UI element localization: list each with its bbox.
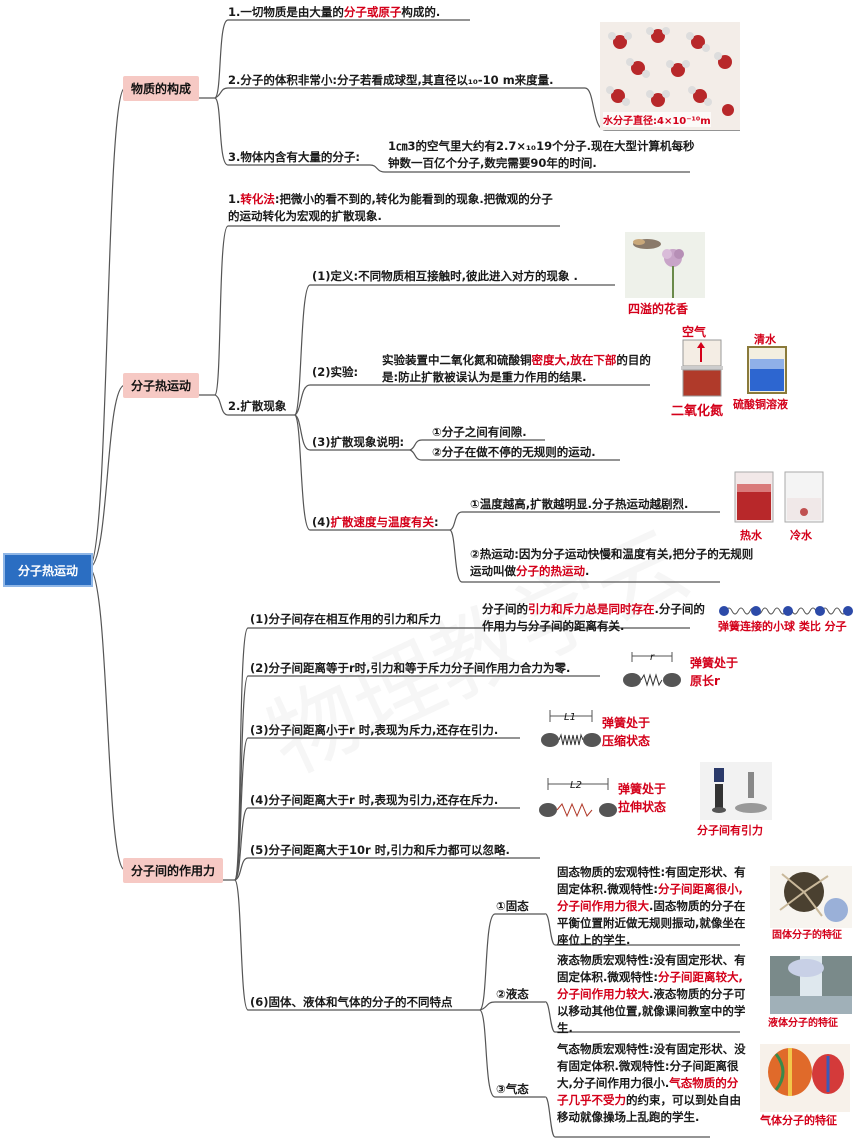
b1-point-2: 2.分子的体积非常小:分子若看成球型,其直径以₁₀-10 m来度量. xyxy=(228,73,554,87)
exp-note-red: 密度大,放在下部 xyxy=(531,353,617,367)
explanation-motion: ②分子在做不停的无规则的运动. xyxy=(432,445,596,459)
connector-root-b2 xyxy=(88,384,126,569)
b1-point-3: 3.物体内含有大量的分子: xyxy=(228,150,360,164)
exp-note-b: 的目的是:防止扩散被误认为是重力作用的结果. xyxy=(382,353,651,384)
state-gas: ③气态 xyxy=(496,1082,529,1096)
hot-water-label: 热水 xyxy=(740,529,762,542)
speed-point-1: ①温度越高,扩散越明显.分子热运动越剧烈. xyxy=(470,497,689,511)
attraction-caption: 分子间有引力 xyxy=(697,824,763,837)
flower-image xyxy=(625,232,705,298)
liquid-caption: 液体分子的特征 xyxy=(768,1018,838,1029)
root-node: 分子热运动 xyxy=(3,553,93,587)
gas-note-red: 气态物质的分子几乎不受力 xyxy=(557,1076,739,1107)
liquid-note-a: 液态物质宏观特性:没有固定形状、有固定体积.微观特性: xyxy=(557,953,746,984)
solid-note: 固态物质的宏观特性:有固定形状、有固定体积.微观特性:分子间距离很小,分子间作用… xyxy=(557,864,747,949)
water-molecule-caption: 水分子直径:4×10⁻¹⁰m xyxy=(603,112,711,127)
no2-jar-image xyxy=(681,339,723,397)
branch-matter-composition: 物质的构成 xyxy=(123,76,200,101)
force-point-6: (6)固体、液体和气体的分子的不同特点 xyxy=(250,995,453,1009)
f1-note-a: 分子间的 xyxy=(482,602,528,616)
liquid-note-red: 分子间距离较大,分子间作用力较大 xyxy=(557,970,743,1001)
exp-note-a: 实验装置中二氧化氮和硫酸铜 xyxy=(382,353,532,367)
hot-cold-beakers-image xyxy=(734,471,824,523)
l2-label: L2 xyxy=(570,780,582,791)
diffusion-explanation: (3)扩散现象说明: xyxy=(312,435,405,449)
lead-cylinders-image xyxy=(700,762,772,820)
gas-caption: 气体分子的特征 xyxy=(760,1114,837,1127)
b1-p1-red: 分子或原子 xyxy=(343,5,402,19)
l1-label: L1 xyxy=(564,712,576,723)
force-point-3: (3)分子间距离小于r 时,表现为斥力,还存在引力. xyxy=(250,723,499,737)
b2-p1-text-a: 1. xyxy=(228,192,241,206)
speed2-red: 分子的热运动 xyxy=(516,564,585,578)
b1-point-1: 1.一切物质是由大量的分子或原子构成的. xyxy=(228,4,440,21)
f1-note-b: .分子间的作用力与分子间的距离有关. xyxy=(482,602,705,633)
hot-air-balloon-image xyxy=(760,1044,850,1112)
connector-root-b1 xyxy=(88,87,126,569)
experiment-note: 实验装置中二氧化氮和硫酸铜密度大,放在下部的目的是:防止扩散被误认为是重力作用的… xyxy=(382,352,657,386)
explanation-gaps: ①分子之间有间隙. xyxy=(432,425,527,439)
gas-note: 气态物质宏观特性:没有固定形状、没有固定体积.微观特性:分子间距离很大,分子间作… xyxy=(557,1041,747,1126)
solid-image xyxy=(770,866,852,928)
b2-p1-text-b: :把微小的看不到的,转化为能看到的现象.把微观的分子的运动转化为宏观的扩散现象. xyxy=(228,192,553,223)
branch-intermolecular-force: 分子间的作用力 xyxy=(123,858,224,883)
air-label: 空气 xyxy=(682,325,707,339)
spring-balls-caption: 弹簧连接的小球 类比 分子 xyxy=(718,620,847,633)
speed-point-2: ②热运动:因为分子运动快慢和温度有关,把分子的无规则运动叫做分子的热运动. xyxy=(470,546,760,580)
cold-water-label: 冷水 xyxy=(790,529,812,542)
b2-p1-red: 转化法 xyxy=(240,192,275,206)
branch-thermal-motion: 分子热运动 xyxy=(123,373,200,398)
state-solid: ①固态 xyxy=(496,899,529,913)
spring-compressed-image: L1 xyxy=(541,710,601,747)
b1-p1-text-b: 构成的. xyxy=(401,5,441,19)
liquid-note-b: .液态物质的分子可以移动其他位置,就像课间教室中的学生. xyxy=(557,987,746,1035)
compressed-caption: 弹簧处于 压缩状态 xyxy=(602,716,651,748)
b1-p1-text-a: 1.一切物质是由大量的 xyxy=(228,5,344,19)
copper-sulfate-label: 硫酸铜溶液 xyxy=(733,398,788,411)
spring-balls-chain-image xyxy=(719,606,853,616)
spring-natural-length-image: r xyxy=(623,652,681,687)
b2-point-1: 1.转化法:把微小的看不到的,转化为能看到的现象.把微观的分子的运动转化为宏观的… xyxy=(228,191,563,225)
f1-note-red: 引力和斥力总是同时存在 xyxy=(528,602,655,616)
clear-water-label: 清水 xyxy=(754,333,776,346)
force-point-1-note: 分子间的引力和斥力总是同时存在.分子间的作用力与分子间的距离有关. xyxy=(482,601,707,635)
diffusion-definition: (1)定义:不同物质相互接触时,彼此进入对方的现象 . xyxy=(312,269,578,283)
speed-text-a: (4) xyxy=(312,515,331,529)
solid-note-a: 固态物质的宏观特性:有固定形状、有固定体积.微观特性: xyxy=(557,865,746,896)
solid-caption: 固体分子的特征 xyxy=(772,930,842,941)
natural-length-caption: 弹簧处于 原长r xyxy=(690,656,739,688)
spring-stretched-image: L2 xyxy=(539,778,617,818)
gas-note-b: 的约束，可以到处自由移动就像操场上乱跑的学生. xyxy=(557,1093,741,1124)
flower-caption: 四溢的花香 xyxy=(628,302,689,316)
solid-note-b: .固态物质的分子在平衡位置附近做无规则振动,就像坐在座位上的学生. xyxy=(557,899,746,947)
force-point-2: (2)分子间距离等于r时,引力和等于斥力分子间作用力合力为零. xyxy=(250,661,571,675)
force-point-1: (1)分子间存在相互作用的引力和斥力 xyxy=(250,612,442,626)
b2-point-2: 2.扩散现象 xyxy=(228,399,287,413)
r-label: r xyxy=(650,652,655,663)
liquid-note: 液态物质宏观特性:没有固定形状、有固定体积.微观特性:分子间距离较大,分子间作用… xyxy=(557,952,747,1037)
state-liquid: ②液态 xyxy=(496,987,529,1001)
gas-note-a: 气态物质宏观特性:没有固定形状、没有固定体积.微观特性:分子间距离很大,分子间作… xyxy=(557,1042,746,1090)
diffusion-speed: (4)扩散速度与温度有关: xyxy=(312,514,439,531)
no2-label: 二氧化氮 xyxy=(671,404,724,419)
b1-point-3-note: 1㎝3的空气里大约有2.7×₁₀19个分子.现在大型计算机每秒钟数一百亿个分子,… xyxy=(388,139,695,170)
force-point-5: (5)分子间距离大于10r 时,引力和斥力都可以忽略. xyxy=(250,843,510,857)
liquid-image xyxy=(770,956,852,1014)
diffusion-experiment: (2)实验: xyxy=(312,365,359,379)
copper-sulfate-beaker-image xyxy=(747,346,787,394)
speed2-text-b: . xyxy=(585,564,590,578)
solid-note-red: 分子间距离很小,分子间作用力很大 xyxy=(557,882,743,913)
speed-text-b: : xyxy=(434,515,439,529)
connector-root-b3 xyxy=(88,567,126,871)
speed-red: 扩散速度与温度有关 xyxy=(330,515,435,529)
speed2-text-a: ②热运动:因为分子运动快慢和温度有关,把分子的无规则运动叫做 xyxy=(470,547,754,578)
force-point-4: (4)分子间距离大于r 时,表现为引力,还存在斥力. xyxy=(250,793,499,807)
stretched-caption: 弹簧处于 拉伸状态 xyxy=(618,782,667,814)
